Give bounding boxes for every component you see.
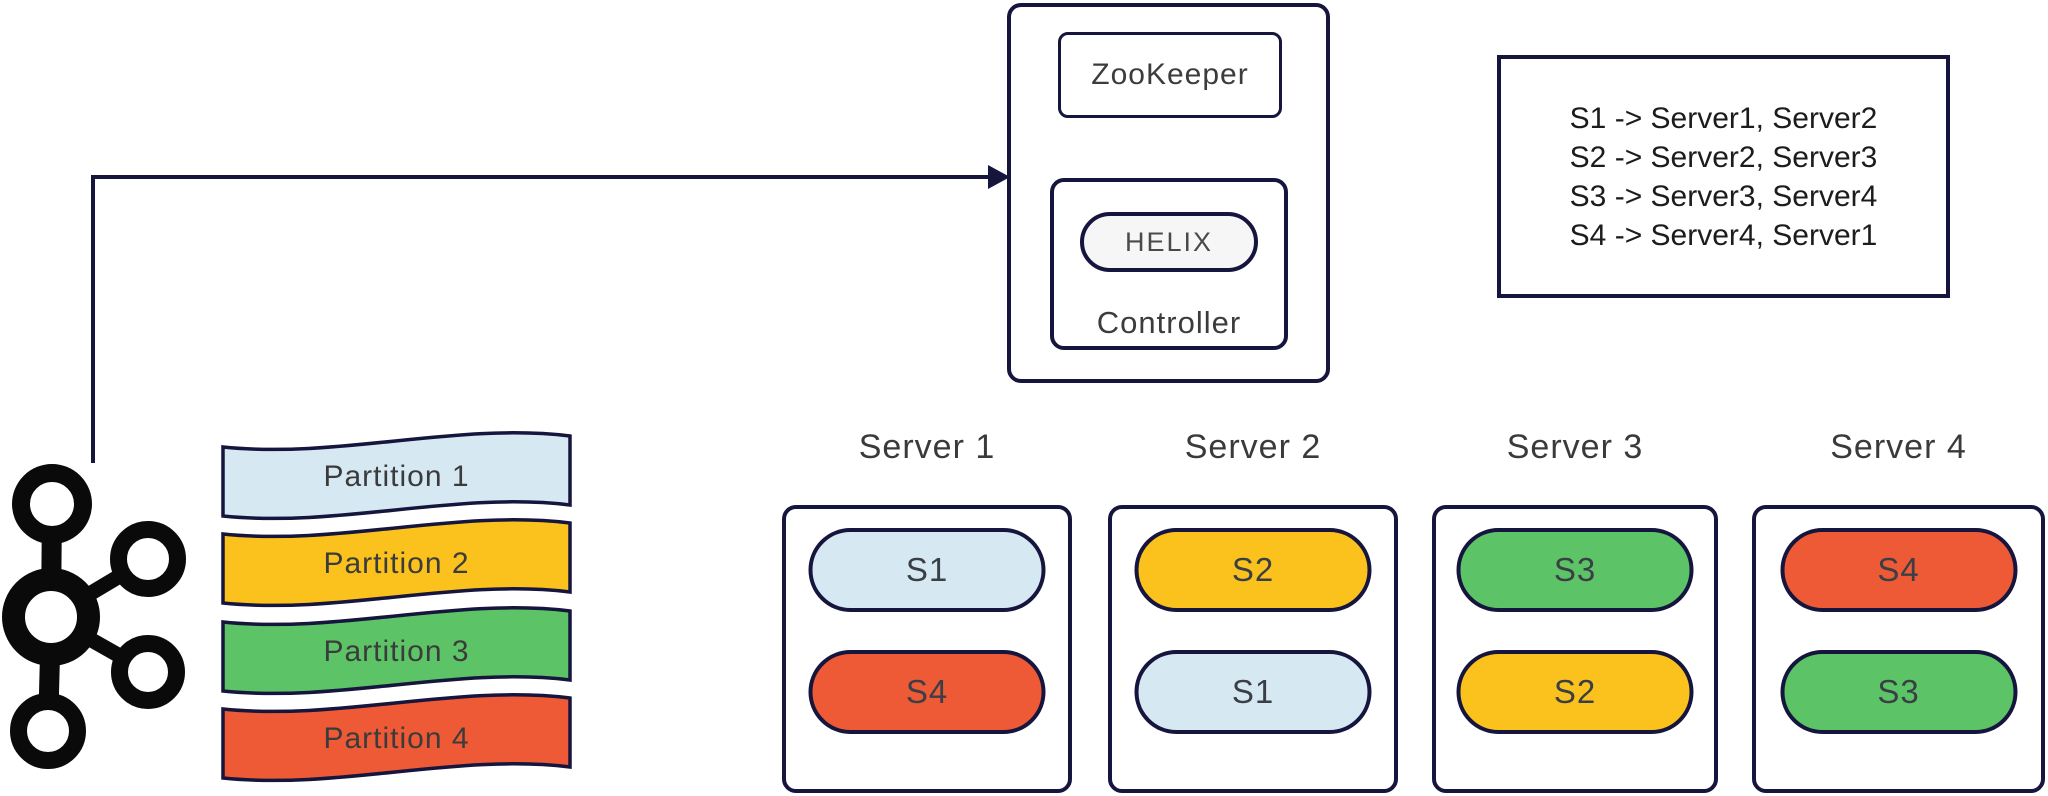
- partition-label: Partition 4: [323, 722, 470, 755]
- partition-wave-shape: [221, 693, 572, 783]
- replica-label: S4: [1877, 551, 1920, 588]
- server-box: S4 S3: [1752, 505, 2045, 793]
- server-column-3: Server 3 S3 S2: [1432, 428, 1718, 796]
- server-title: Server 2: [1184, 428, 1322, 466]
- server-title: Server 3: [1506, 428, 1644, 466]
- server-column-1: Server 1 S1 S4: [782, 428, 1072, 796]
- server-box: S2 S1: [1108, 505, 1398, 793]
- server-title: Server 4: [1830, 428, 1967, 466]
- zookeeper-label: ZooKeeper: [1091, 58, 1249, 91]
- replica-label: S2: [1231, 551, 1275, 588]
- replica-pill: S3: [1780, 650, 2017, 734]
- kafka-logo-icon: [2, 464, 186, 769]
- partition-wave-shape: [221, 606, 572, 696]
- partition-label: Partition 2: [323, 547, 470, 580]
- controller-label: Controller: [1096, 305, 1242, 340]
- replica-pill: S4: [808, 650, 1046, 734]
- replica-pill: S1: [1134, 650, 1372, 734]
- server-title: Server 1: [858, 428, 996, 466]
- partition-label: Partition 1: [323, 460, 470, 493]
- partition-label: Partition 3: [323, 635, 470, 668]
- helix-pill: HELIX: [1080, 212, 1258, 272]
- replica-pill: S2: [1456, 650, 1694, 734]
- replica-label: S1: [1231, 673, 1275, 710]
- replica-label: S3: [1553, 551, 1597, 588]
- replica-pill: S2: [1134, 528, 1372, 612]
- replica-label: S1: [905, 551, 949, 588]
- replica-pill: S4: [1780, 528, 2017, 612]
- legend-line-s3: S3 -> Server3, Server4: [1569, 179, 1878, 213]
- server-column-2: Server 2 S2 S1: [1108, 428, 1398, 796]
- partition-wave-shape: [221, 431, 572, 521]
- legend-line-s4: S4 -> Server4, Server1: [1569, 218, 1878, 252]
- state-map-legend: S1 -> Server1, Server2 S2 -> Server2, Se…: [1497, 55, 1950, 298]
- replica-pill: S1: [808, 528, 1046, 612]
- partition-banner-1: Partition 1: [220, 425, 573, 525]
- server-column-4: Server 4 S4 S3: [1752, 428, 2045, 796]
- helix-label: HELIX: [1124, 226, 1214, 257]
- partition-wave-shape: [221, 518, 572, 608]
- server-box: S1 S4: [782, 505, 1072, 793]
- replica-label: S3: [1877, 673, 1920, 710]
- replica-pill: S3: [1456, 528, 1694, 612]
- replica-label: S2: [1553, 673, 1597, 710]
- replica-label: S4: [905, 673, 949, 710]
- server-box: S3 S2: [1432, 505, 1718, 793]
- legend-line-s2: S2 -> Server2, Server3: [1569, 140, 1878, 174]
- partition-banner-3: Partition 3: [220, 600, 573, 700]
- zookeeper-box: ZooKeeper: [1058, 32, 1282, 118]
- legend-line-s1: S1 -> Server1, Server2: [1569, 101, 1878, 135]
- partition-banner-4: Partition 4: [220, 687, 573, 787]
- partition-banner-2: Partition 2: [220, 512, 573, 612]
